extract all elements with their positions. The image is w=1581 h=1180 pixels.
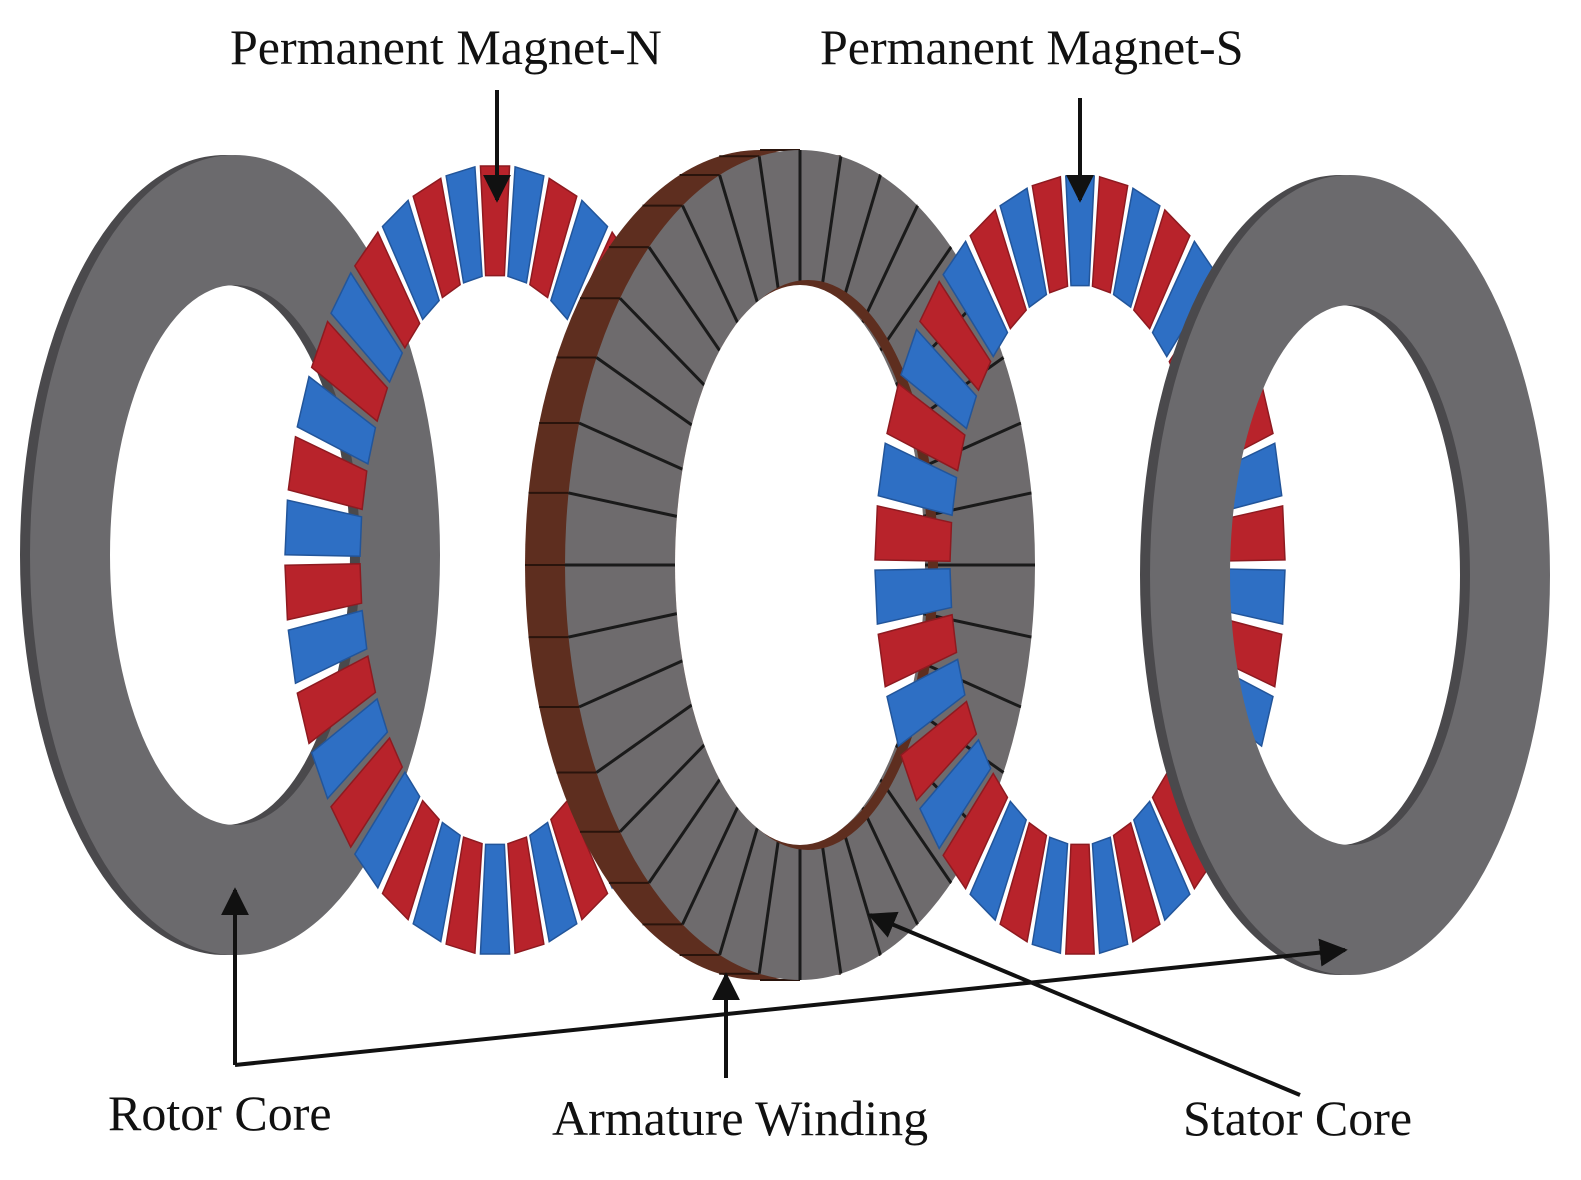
stator-tooth-slot <box>681 204 739 324</box>
stator-tooth-slot <box>861 204 919 324</box>
label-permanent-magnet-n: Permanent Magnet-N <box>230 19 662 75</box>
stator-tooth-slot <box>595 356 693 427</box>
magnet-s-segment <box>969 800 1028 922</box>
stator-tooth-slot <box>681 806 739 926</box>
magnet-s-segment <box>1031 175 1069 294</box>
stator-tooth-slot <box>757 840 780 974</box>
magnet-n-segment <box>529 177 578 299</box>
magnet-n-segment <box>353 770 421 890</box>
magnet-n-segment <box>507 836 545 955</box>
stator-tooth-slot <box>568 612 678 639</box>
arrow-rotor-core-right <box>234 938 1348 1067</box>
stator-tooth-slot <box>916 659 1022 709</box>
magnet-s-segment <box>942 239 1009 358</box>
magnet-s-segment <box>1091 836 1129 955</box>
stator-core-bore <box>675 285 925 845</box>
magnet-n-segment <box>296 654 377 745</box>
stator-tooth-slot <box>820 156 843 290</box>
magnet-s-segment <box>874 567 953 626</box>
stator-tooth-slot <box>718 827 759 956</box>
magnet-s-segment <box>969 208 1028 330</box>
magnet-s-segment <box>999 186 1048 309</box>
magnet-n-segment <box>287 609 368 685</box>
magnet-s-segment <box>1112 821 1161 944</box>
magnet-n-segment <box>412 821 461 943</box>
arrow-stator-core <box>867 911 1301 1097</box>
magnet-s-segment <box>877 613 958 688</box>
magnet-n-segment <box>507 165 545 284</box>
magnet-n-segment <box>381 799 440 922</box>
magnet-s-segment <box>886 382 966 472</box>
magnet-s-segment <box>1091 175 1129 294</box>
magnet-n-segment <box>550 198 609 321</box>
stator-tooth-slot <box>618 743 706 833</box>
magnet-s-segment <box>874 504 953 563</box>
stator-tooth-slot <box>568 491 678 518</box>
stator-tooth-slot <box>618 297 706 387</box>
magnet-n-segment <box>284 499 363 557</box>
magnet-n-segment <box>330 736 404 849</box>
label-rotor-core: Rotor Core <box>108 1085 332 1141</box>
magnet-n-segment <box>445 165 483 284</box>
magnet-n-segment <box>330 271 404 384</box>
magnet-n-segment <box>445 836 483 955</box>
callout-arrows <box>221 90 1348 1097</box>
stator-tooth-slot <box>879 778 953 884</box>
rotor-core-right-face <box>1150 175 1550 975</box>
rotor-core-right <box>1140 175 1550 975</box>
magnet-s-segment <box>900 700 978 802</box>
magnet-s-segment <box>1132 208 1191 330</box>
magnet-s-segment <box>919 280 992 392</box>
stator-tooth-slot <box>916 421 1022 471</box>
magnet-n-segment <box>284 563 363 621</box>
stator-tooth-slot <box>595 703 693 774</box>
magnet-s-segment <box>1112 186 1161 309</box>
magnet-s-segment <box>1031 836 1069 955</box>
magnet-n-segment <box>287 435 368 511</box>
stator-tooth-slot <box>718 174 759 303</box>
stator-tooth-slot <box>861 806 919 926</box>
label-permanent-magnet-s: Permanent Magnet-S <box>820 19 1244 75</box>
magnet-s-segment <box>942 772 1009 891</box>
stator-tooth-slot <box>578 659 684 709</box>
magnet-s-segment <box>877 442 958 517</box>
magnet-n-segment <box>310 697 389 800</box>
stator-tooth-slot <box>647 246 721 352</box>
stator-tooth-slot <box>647 778 721 884</box>
stator-tooth-slot <box>757 156 780 290</box>
magnet-n-segment <box>412 177 461 299</box>
magnet-n-segment <box>479 843 511 955</box>
stator-tooth-slot <box>820 840 843 974</box>
magnet-s-segment <box>919 738 992 850</box>
stator-tooth-slot <box>841 174 882 303</box>
label-stator-core: Stator Core <box>1183 1090 1413 1146</box>
magnet-n-segment <box>310 320 389 423</box>
magnet-s-segment <box>900 328 978 430</box>
magnet-n-segment <box>529 821 578 943</box>
magnet-s-segment <box>1151 239 1218 358</box>
magnet-s-segment <box>1064 843 1096 955</box>
magnet-n-segment <box>296 375 377 466</box>
stator-tooth-slot <box>578 421 684 471</box>
magnet-s-segment <box>1132 800 1191 922</box>
label-armature-winding: Armature Winding <box>552 1090 929 1146</box>
stator-tooth-slot <box>879 246 953 352</box>
magnet-s-segment <box>886 658 966 748</box>
magnet-n-segment <box>353 230 421 350</box>
magnet-s-segment <box>999 821 1048 944</box>
magnet-n-segment <box>381 198 440 321</box>
